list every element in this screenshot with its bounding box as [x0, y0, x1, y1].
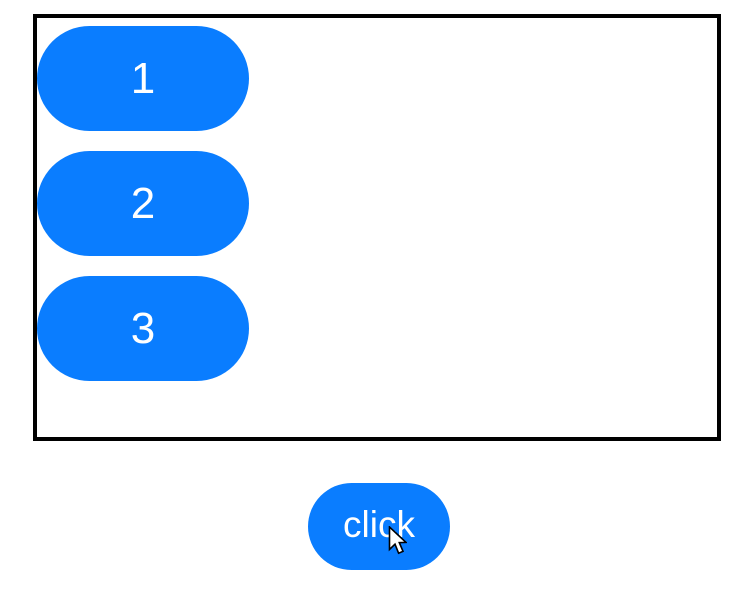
click-button[interactable]: click	[308, 483, 450, 570]
numbered-button-2[interactable]: 2	[37, 151, 249, 256]
button-panel: 1 2 3	[33, 14, 721, 441]
numbered-button-3[interactable]: 3	[37, 276, 249, 381]
numbered-button-1[interactable]: 1	[37, 26, 249, 131]
